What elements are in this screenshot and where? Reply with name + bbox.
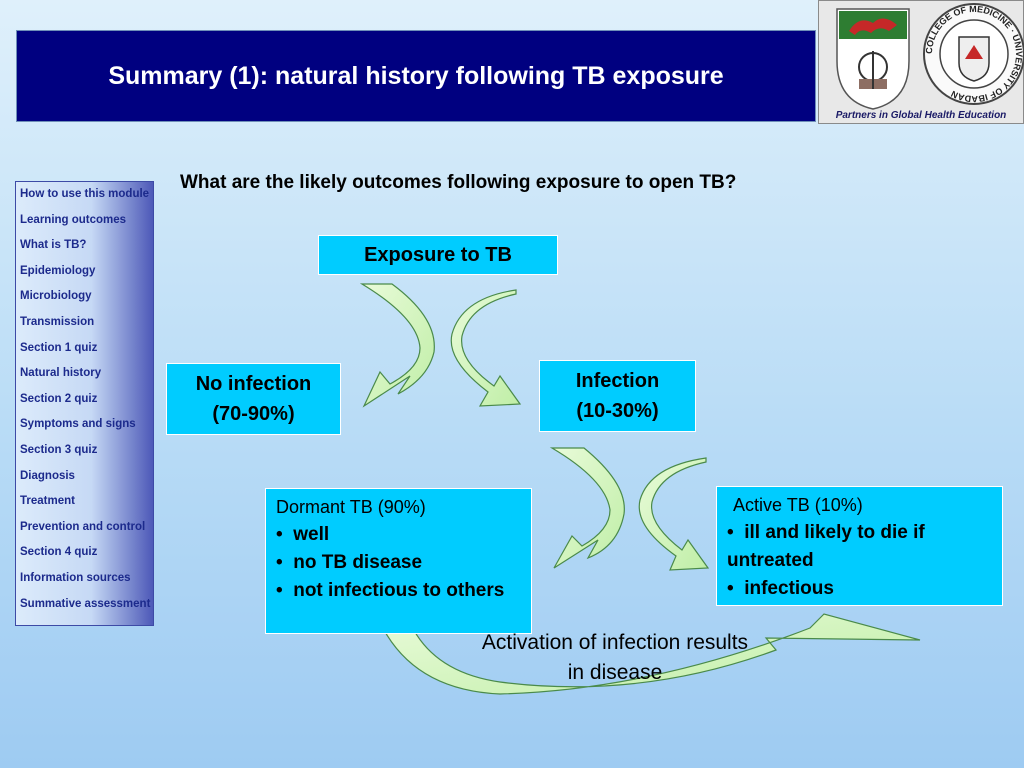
infection-label: Infection xyxy=(575,370,660,392)
list-item: • not infectious to others xyxy=(276,580,505,601)
nav-item-prevention-control[interactable]: Prevention and control xyxy=(20,521,146,533)
arrow-exposure-to-no-infection xyxy=(359,283,435,408)
nav-item-section-1-quiz[interactable]: Section 1 quiz xyxy=(20,342,98,354)
dormant-tb-box: Dormant TB (90%) • well • no TB disease … xyxy=(265,488,532,634)
nav-item-microbiology[interactable]: Microbiology xyxy=(20,290,92,302)
nav-item-learning-outcomes[interactable]: Learning outcomes xyxy=(20,214,127,226)
active-tb-box: Active TB (10%) • ill and likely to die … xyxy=(716,486,1003,606)
list-item: • infectious xyxy=(727,578,834,599)
nav-item-transmission[interactable]: Transmission xyxy=(20,316,95,328)
page-title: Summary (1): natural history following T… xyxy=(108,61,724,90)
list-item: • well xyxy=(276,524,330,545)
arrow-exposure-to-infection xyxy=(450,289,522,407)
nav-item-what-is-tb[interactable]: What is TB? xyxy=(20,239,87,251)
nav-item-section-3-quiz[interactable]: Section 3 quiz xyxy=(20,444,98,456)
exposure-label: Exposure to TB xyxy=(364,243,512,266)
exposure-box: Exposure to TB xyxy=(318,235,558,275)
logo-caption: Partners in Global Health Education xyxy=(835,110,1007,121)
nav-item-section-2-quiz[interactable]: Section 2 quiz xyxy=(20,393,98,405)
no-infection-box: No infection (70-90%) xyxy=(166,363,341,435)
arrow-activation xyxy=(377,613,921,695)
nav-item-how-to-use[interactable]: How to use this module xyxy=(20,188,150,200)
nav-item-information-sources[interactable]: Information sources xyxy=(20,572,131,584)
shield-logo xyxy=(836,8,910,110)
no-infection-percent: (70-90%) xyxy=(212,403,295,425)
question-heading: What are the likely outcomes following e… xyxy=(180,172,737,193)
partner-logos: COLLEGE OF MEDICINE · UNIVERSITY OF IBAD… xyxy=(818,0,1024,124)
seal-logo: COLLEGE OF MEDICINE · UNIVERSITY OF IBAD… xyxy=(923,3,1024,105)
nav-item-diagnosis[interactable]: Diagnosis xyxy=(20,470,75,482)
dormant-tb-heading: Dormant TB (90%) xyxy=(276,497,426,517)
list-item: • no TB disease xyxy=(276,552,423,573)
no-infection-label: No infection xyxy=(195,373,312,395)
nav-item-epidemiology[interactable]: Epidemiology xyxy=(20,265,96,277)
arrow-infection-to-active xyxy=(638,457,710,571)
nav-item-natural-history[interactable]: Natural history xyxy=(20,367,102,379)
logo-graphics: COLLEGE OF MEDICINE · UNIVERSITY OF IBAD… xyxy=(836,3,1024,110)
nav-item-treatment[interactable]: Treatment xyxy=(20,495,75,507)
infection-percent: (10-30%) xyxy=(576,400,659,422)
nav-item-section-4-quiz[interactable]: Section 4 quiz xyxy=(20,546,98,558)
list-item: • ill and likely to die if untreated xyxy=(727,522,925,571)
infection-box: Infection (10-30%) xyxy=(539,360,696,432)
activation-caption: Activation of infection results in disea… xyxy=(481,631,749,684)
arrow-infection-to-dormant xyxy=(549,447,625,569)
module-nav: How to use this module Learning outcomes… xyxy=(15,181,154,626)
nav-item-summative-assessment[interactable]: Summative assessment xyxy=(20,598,151,610)
title-bar: Summary (1): natural history following T… xyxy=(16,30,816,122)
active-tb-heading: Active TB (10%) xyxy=(733,495,863,515)
nav-item-symptoms-and-signs[interactable]: Symptoms and signs xyxy=(20,418,136,430)
